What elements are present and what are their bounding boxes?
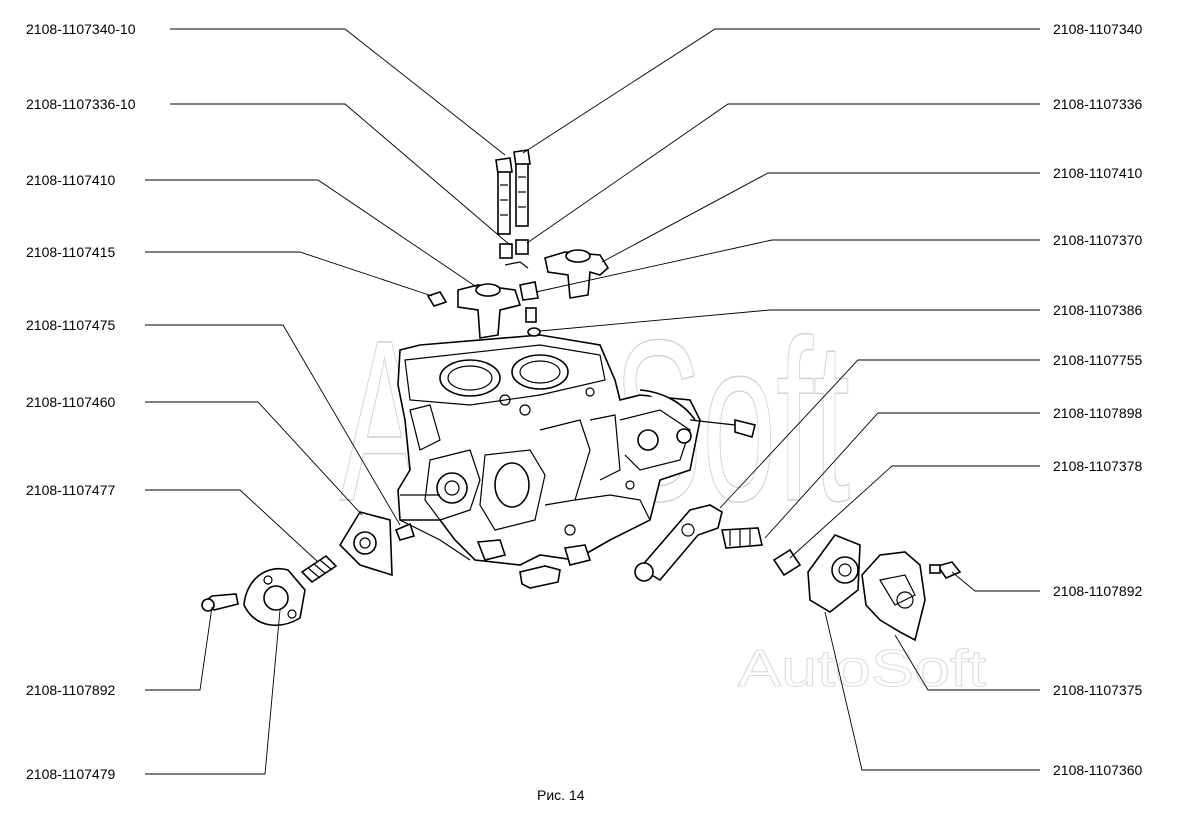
- part-label-left-6: 2108-1107460: [26, 394, 116, 410]
- part-label-right-7: 2108-1107898: [1053, 405, 1143, 421]
- idle-jet-holders: [426, 249, 610, 339]
- part-label-right-8: 2108-1107378: [1053, 458, 1143, 474]
- part-label-right-11: 2108-1107360: [1053, 762, 1143, 778]
- part-label-left-1: 2108-1107340-10: [26, 21, 136, 37]
- part-label-right-6: 2108-1107755: [1053, 352, 1143, 368]
- part-label-left-4: 2108-1107415: [26, 244, 116, 260]
- part-label-right-9: 2108-1107892: [1053, 583, 1143, 599]
- part-label-left-7: 2108-1107477: [26, 482, 116, 498]
- part-label-right-1: 2108-1107340: [1053, 21, 1143, 37]
- right-assembly: [634, 504, 962, 642]
- part-label-left-3: 2108-1107410: [26, 172, 116, 188]
- part-label-right-4: 2108-1107370: [1053, 232, 1143, 248]
- part-label-right-2: 2108-1107336: [1053, 96, 1143, 112]
- part-label-left-5: 2108-1107475: [26, 317, 116, 333]
- part-label-left-2: 2108-1107336-10: [26, 96, 136, 112]
- part-label-right-10: 2108-1107375: [1053, 682, 1143, 698]
- left-assembly: [201, 511, 416, 626]
- leader-lines: [145, 28, 1040, 775]
- part-label-left-8: 2108-1107892: [26, 682, 116, 698]
- carburetor-body: [397, 334, 756, 589]
- emulsion-tubes: [495, 149, 531, 259]
- part-label-left-9: 2108-1107479: [26, 766, 116, 782]
- figure-caption: Рис. 14: [537, 787, 585, 803]
- part-label-right-3: 2108-1107410: [1053, 165, 1143, 181]
- watermark-small: AutoSoft: [738, 640, 987, 698]
- part-label-right-5: 2108-1107386: [1053, 302, 1143, 318]
